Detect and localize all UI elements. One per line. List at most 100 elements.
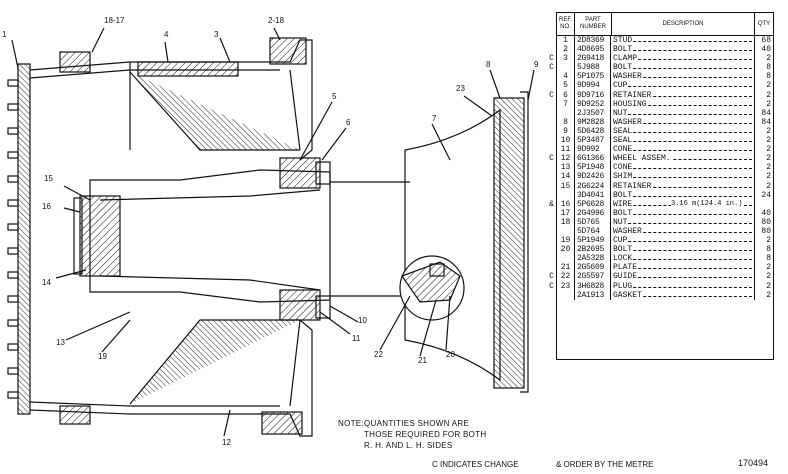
change-mark: C	[549, 54, 554, 64]
description-text: SEAL	[613, 126, 634, 136]
part-number-cell: 2G5609	[575, 263, 611, 273]
qty-cell: 2	[766, 236, 771, 246]
part-number-cell: 2G4996	[575, 208, 611, 218]
description-cell: GASKET	[611, 290, 755, 300]
callout-23: 23	[456, 84, 465, 93]
ref-no-cell	[557, 108, 575, 118]
part-number-cell: 5P1949	[575, 236, 611, 246]
callout-3: 3	[214, 30, 219, 39]
ref-no-cell	[557, 63, 575, 73]
qty-cell: 2	[766, 145, 771, 155]
qty-cell: 80	[761, 226, 771, 236]
qty-cell: 2	[766, 81, 771, 91]
description-cell: PLATE	[611, 263, 755, 273]
description-cell: PLUG	[611, 281, 755, 291]
qty-cell: 2	[766, 172, 771, 182]
qty-cell: 2	[766, 272, 771, 282]
header-qty: QTY	[757, 20, 771, 27]
description-cell: LOCK	[611, 254, 755, 264]
description-text: WIRE	[613, 199, 634, 209]
change-legend: C INDICATES CHANGE	[432, 460, 519, 469]
ref-no-cell: 2	[557, 45, 575, 55]
qty-cell: 8	[766, 63, 771, 73]
description-cell: BOLT	[611, 245, 755, 255]
ref-no-cell: 18	[557, 217, 575, 227]
change-mark: C	[549, 281, 554, 291]
wheel-assembly-drawing	[7, 27, 535, 437]
callout-10: 10	[358, 316, 367, 325]
description-cell: SEAL	[611, 136, 755, 146]
part-number-cell: 5D764	[575, 226, 611, 237]
ref-no-cell	[557, 254, 575, 264]
description-cell: CONE	[611, 163, 755, 173]
ref-no-cell: 22	[557, 272, 575, 282]
description-cell: BOLT	[611, 190, 755, 200]
qty-cell: 2	[766, 154, 771, 164]
description-text: CONE	[613, 145, 634, 155]
ref-no-cell: 12	[557, 154, 575, 164]
metre-legend: & ORDER BY THE METRE	[556, 460, 654, 469]
ref-no-cell	[557, 226, 575, 237]
part-number-cell: 9D2426	[575, 172, 611, 182]
ref-no-cell: 8	[557, 117, 575, 127]
description-text: RETAINER	[613, 181, 653, 191]
ref-no-cell: 6	[557, 90, 575, 100]
qty-cell: 2	[766, 136, 771, 146]
qty-cell: 2	[766, 99, 771, 109]
description-note: 3.16 m(124.4 in.)	[671, 199, 744, 209]
ref-no-cell: 17	[557, 208, 575, 218]
description-cell: STUD	[611, 36, 755, 46]
drawing-number: 170494	[738, 458, 769, 468]
description-cell: CONE	[611, 145, 755, 155]
callout-4: 4	[164, 30, 169, 39]
callout-8: 8	[486, 60, 491, 69]
part-number-cell: 2G5597	[575, 272, 611, 282]
description-text: NUT	[613, 108, 629, 118]
description-text: CLAMP	[613, 54, 639, 64]
description-text: HOUSING	[613, 99, 648, 109]
part-number-cell: 5D765	[575, 217, 611, 227]
description-cell: SHIM	[611, 172, 755, 182]
note-line-1: QUANTITIES SHOWN ARE	[364, 419, 470, 428]
callout-12: 12	[222, 438, 231, 447]
part-number-cell: 5P1948	[575, 163, 611, 173]
description-text: CUP	[613, 81, 629, 91]
description-cell: CLAMP	[611, 54, 755, 64]
qty-cell: 40	[761, 208, 771, 218]
description-text: BOLT	[613, 245, 634, 255]
description-cell: WASHER	[611, 117, 755, 127]
ref-no-cell: 3	[557, 54, 575, 64]
description-cell: NUT	[611, 217, 755, 227]
qty-cell: 24	[761, 190, 771, 200]
part-number-cell: 2B2695	[575, 245, 611, 255]
callout-18-17: 18-17	[104, 16, 125, 25]
change-mark: C	[549, 154, 554, 164]
description-text: BOLT	[613, 208, 634, 218]
qty-cell: 68	[761, 36, 771, 45]
callout-14: 14	[42, 278, 51, 287]
part-number-cell: 9D9252	[575, 99, 611, 109]
description-cell: CUP	[611, 81, 755, 91]
description-cell: WASHER	[611, 72, 755, 82]
part-number-cell: 3H6828	[575, 281, 611, 291]
part-number-cell: 9M2828	[575, 117, 611, 127]
part-number-cell: 2G6224	[575, 181, 611, 191]
ref-no-cell: 20	[557, 245, 575, 255]
description-cell: WASHER	[611, 226, 755, 237]
description-cell: HOUSING	[611, 99, 755, 109]
part-number-cell: 2A5328	[575, 254, 611, 264]
qty-cell: 80	[761, 217, 771, 227]
callout-5: 5	[332, 92, 337, 101]
part-number-cell: 9D9716	[575, 90, 611, 100]
description-text: GUIDE	[613, 272, 639, 282]
